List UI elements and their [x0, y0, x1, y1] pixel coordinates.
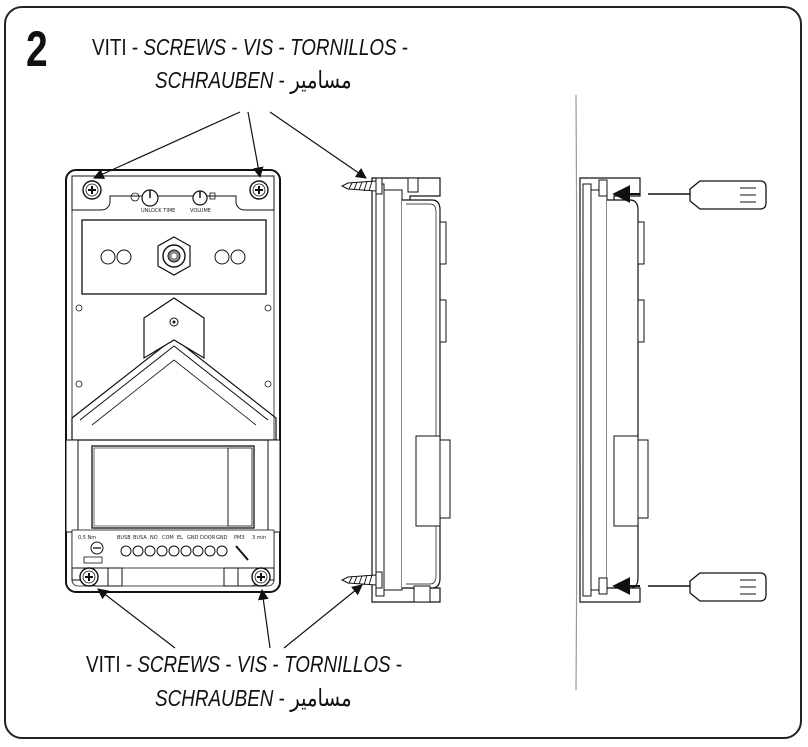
- terminal-label: NO: [150, 535, 158, 541]
- volume-knob: [192, 190, 216, 206]
- torque-label: 0,5 Nm: [78, 535, 96, 541]
- side-view-device: [341, 177, 451, 603]
- step-number: 2: [26, 21, 48, 77]
- label-viti: VITI: [86, 651, 121, 677]
- volume-label: VOLUME: [190, 208, 211, 214]
- screw-icon: [82, 180, 102, 200]
- caption-top-line2: SCHRAUBEN - مسامير: [155, 66, 352, 94]
- label-arabic: مسامير: [290, 684, 352, 712]
- terminal-label: GND: [187, 535, 199, 541]
- label-arabic: مسامير: [290, 66, 352, 94]
- screw-icon: [79, 567, 99, 587]
- label-vis: VIS: [236, 651, 268, 677]
- pointer-arrows: [93, 111, 367, 649]
- terminal-screws: [120, 545, 228, 557]
- terminal-label: GND: [216, 535, 228, 541]
- screwdriver-icon: [648, 180, 767, 210]
- label-vis: VIS: [242, 34, 274, 60]
- terminal-label: PM3: [234, 535, 245, 541]
- unlock-time-label: UNLOCK TIME: [141, 208, 175, 214]
- label-schrauben: SCHRAUBEN: [155, 67, 274, 93]
- label-schrauben: SCHRAUBEN: [155, 685, 274, 711]
- caption-bottom-line1: VITI - SCREWS - VIS - TORNILLOS -: [86, 651, 403, 677]
- caption-bottom-line2: SCHRAUBEN - مسامير: [155, 684, 352, 712]
- min-label: 3 min: [252, 535, 266, 541]
- front-view-device: UNLOCK TIME VOLUME: [65, 169, 281, 593]
- screw-side-icon: [341, 177, 383, 195]
- label-tornillos: TORNILLOS: [284, 651, 391, 677]
- screwdriver-icon: [648, 572, 767, 602]
- caption-top-line1: VITI - SCREWS - VIS - TORNILLOS -: [92, 34, 409, 60]
- label-screws: SCREWS: [143, 34, 227, 60]
- label-viti: VITI: [92, 34, 127, 60]
- screw-icon: [251, 567, 271, 587]
- wall-line: [575, 94, 578, 691]
- terminal-label: COM: [162, 535, 174, 541]
- unlock-time-knob: [130, 189, 159, 207]
- label-screws: SCREWS: [137, 651, 221, 677]
- terminal-label: EL: [177, 535, 183, 541]
- terminal-label: BUSA: [133, 535, 147, 541]
- wall-view-device: [575, 94, 767, 691]
- screw-icon: [249, 180, 269, 200]
- terminal-label: DOOR: [200, 535, 216, 541]
- label-tornillos: TORNILLOS: [290, 34, 397, 60]
- camera-lens: [157, 236, 191, 276]
- terminal-label: BUSB: [117, 535, 131, 541]
- panel-frame: [4, 6, 802, 739]
